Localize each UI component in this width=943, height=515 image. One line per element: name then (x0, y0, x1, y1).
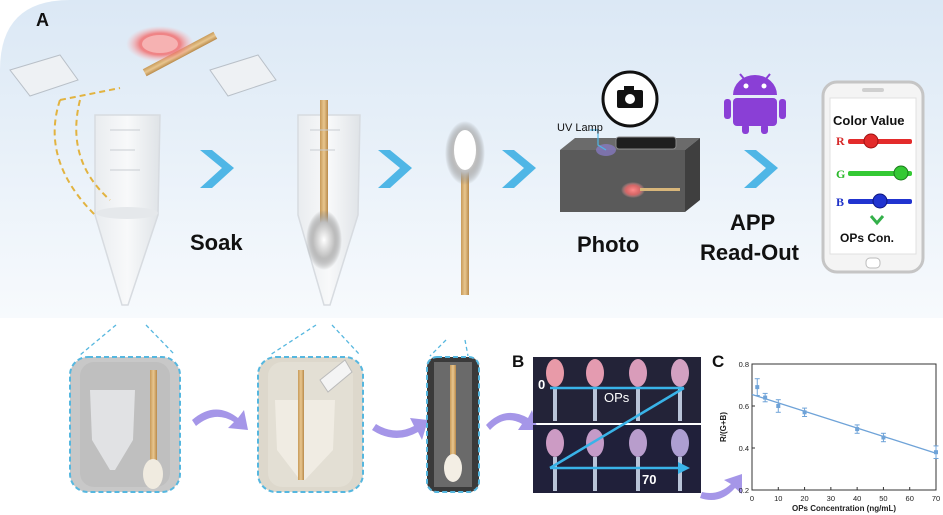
ops-gradient-arrows (549, 386, 685, 470)
x-tick-label: 0 (750, 494, 754, 503)
x-axis-title: OPs Concentration (ng/mL) (792, 504, 896, 513)
data-point (855, 427, 860, 432)
curved-arrow-3 (486, 410, 538, 430)
photo-tube-empty (69, 356, 181, 493)
curved-arrow-4 (700, 474, 742, 501)
curved-arrow-2 (372, 418, 428, 440)
x-tick-label: 70 (932, 494, 940, 503)
phone-g-label: G (836, 167, 846, 181)
plot-frame (751, 363, 937, 491)
x-tick-label: 40 (853, 494, 861, 503)
soak-label: Soak (190, 230, 243, 255)
data-point (881, 435, 886, 440)
x-tick-label: 30 (827, 494, 835, 503)
photo-tube-soaking (257, 356, 364, 493)
uv-lamp-label: UV Lamp (557, 122, 603, 134)
panel-b-photo (533, 357, 701, 493)
y-tick-label: 0.2 (739, 486, 749, 495)
slider-knob-r (863, 133, 879, 149)
swab-row-bottom (546, 429, 689, 491)
washed-swab (445, 121, 485, 295)
panel-b-ops-label: OPs (604, 390, 630, 405)
camera-icon (601, 70, 659, 128)
curved-arrow-1 (192, 409, 248, 430)
uv-dark-box (560, 129, 700, 212)
slider-knob-b (872, 193, 888, 209)
readout-label: Read-Out (700, 240, 799, 265)
panel-b-start-label: 0 (538, 377, 546, 392)
step-arrow-4 (744, 150, 778, 188)
data-point (763, 395, 768, 400)
step-arrow-3 (502, 150, 536, 188)
step-arrow-2 (378, 150, 412, 188)
x-tick-label: 60 (906, 494, 914, 503)
tube-2 (209, 54, 361, 306)
tube-1 (9, 54, 161, 306)
slider-track-r (848, 139, 912, 144)
phone-result-label: OPs Con. (840, 231, 895, 245)
slider-knob-g (893, 165, 909, 181)
panel-a-label: A (36, 10, 49, 30)
data-point (802, 410, 807, 415)
phone-title: Color Value (833, 113, 905, 128)
phone-b-label: B (836, 195, 845, 209)
app-label: APP (730, 210, 776, 235)
y-tick-label: 0.4 (739, 444, 749, 453)
step-arrow-1 (200, 150, 234, 188)
data-point (755, 385, 760, 390)
phone-mockup (821, 80, 925, 274)
data-point (934, 450, 938, 455)
android-icon (724, 73, 786, 134)
x-tick-label: 50 (879, 494, 887, 503)
data-point (776, 404, 781, 408)
panel-c-label: C (712, 352, 725, 371)
y-tick-label: 0.8 (739, 360, 749, 369)
down-chevron-icon (869, 215, 885, 226)
photo-label: Photo (577, 232, 640, 257)
y-axis-title: R/(G+B) (719, 412, 728, 442)
panel-b-end-label: 70 (642, 472, 657, 487)
x-tick-label: 20 (800, 494, 808, 503)
photo-swab (426, 356, 480, 493)
connector-lines (79, 324, 469, 357)
pink-swab (126, 26, 218, 77)
swab-row-top (546, 359, 689, 421)
panel-b-label: B (512, 352, 525, 371)
x-tick-label: 10 (774, 494, 782, 503)
fit-line (751, 393, 937, 454)
y-tick-label: 0.6 (739, 402, 749, 411)
phone-r-label: R (836, 134, 845, 148)
